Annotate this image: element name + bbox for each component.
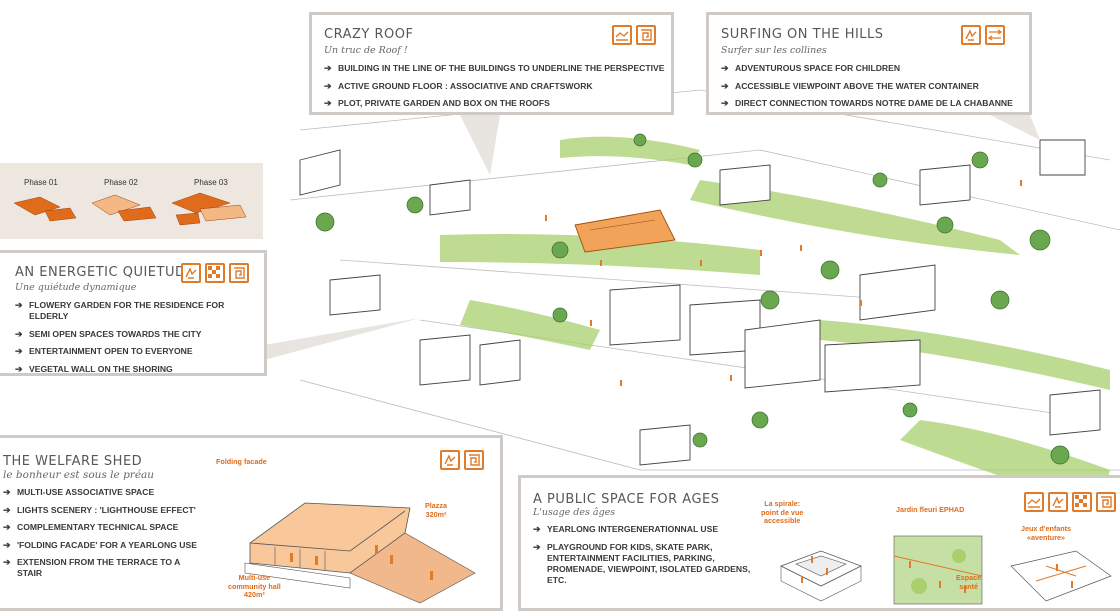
- playground-sketch: [1010, 550, 1112, 602]
- people-icon: [961, 25, 981, 45]
- jeux-label: Jeux d'enfants «aventure»: [1021, 524, 1072, 542]
- trees: [315, 133, 1070, 465]
- phases-panel: Phase 01 Phase 02 Phase 03: [0, 163, 263, 239]
- callout-pointers: [264, 115, 1040, 360]
- phase-02-label: Phase 02: [104, 178, 138, 187]
- panel-title: CRAZY ROOF: [324, 27, 414, 42]
- panel-bullets: ➔BUILDING IN THE LINE OF THE BUILDINGS T…: [324, 63, 669, 116]
- spiral-icon: [636, 25, 656, 45]
- plazza-label: Plazza 320m²: [425, 501, 447, 519]
- panel-subtitle: Une quiétude dynamique: [15, 282, 137, 293]
- people-icon: [440, 450, 460, 470]
- green-areas: [440, 136, 1110, 510]
- people-figures: [545, 180, 1022, 386]
- list-item: ➔DIRECT CONNECTION TOWARDS NOTRE DAME DE…: [721, 98, 1013, 108]
- checker-icon: [205, 263, 225, 283]
- panel-subtitle: Surfer sur les collines: [721, 45, 827, 56]
- spiral-sketch: [780, 550, 862, 602]
- list-item: ➔PLOT, PRIVATE GARDEN AND BOX ON THE ROO…: [324, 98, 550, 108]
- list-item: ➔'FOLDING FACADE' FOR A YEARLONG USE: [3, 539, 197, 550]
- list-item: ➔PLAYGROUND FOR KIDS, SKATE PARK, ENTERT…: [533, 541, 751, 585]
- panel-subtitle: le bonheur est sous le préau: [3, 469, 155, 481]
- espace-sante-label: Espace santé: [956, 573, 982, 591]
- phase-01-label: Phase 01: [24, 178, 58, 187]
- buildings: [299, 139, 1101, 466]
- panel-bullets: ➔ADVENTUROUS SPACE FOR CHILDREN ➔ACCESSI…: [721, 63, 1026, 116]
- list-item: ➔ACTIVE GROUND FLOOR : ASSOCIATIVE AND C…: [324, 80, 593, 91]
- energetic-quietude-panel: AN ENERGETIC QUIETUDE Une quiétude dynam…: [0, 250, 267, 376]
- surfing-panel: SURFING ON THE HILLS Surfer sur les coll…: [706, 12, 1032, 115]
- folding-facade-label: Folding facade: [216, 457, 267, 466]
- panel-bullets: ➔FLOWERY GARDEN FOR THE RESIDENCE FOR EL…: [15, 300, 260, 381]
- list-item: ➔MULTI-USE ASSOCIATIVE SPACE: [3, 487, 155, 497]
- list-item: ➔ACCESSIBLE VIEWPOINT ABOVE THE WATER CO…: [721, 80, 979, 91]
- list-item: ➔LIGHTS SCENERY : 'LIGHTHOUSE EFFECT': [3, 504, 196, 515]
- panel-icons: [961, 25, 1005, 45]
- panel-title: AN ENERGETIC QUIETUDE: [15, 265, 195, 280]
- list-item: ➔ EXTENSION FROM THE TERRACE TO A STAIR: [3, 557, 180, 578]
- spirale-label: La spirale: point de vue accessible: [761, 499, 804, 525]
- list-item: ➔BUILDING IN THE LINE OF THE BUILDINGS T…: [324, 63, 665, 73]
- panel-subtitle: L'usage des âges: [533, 507, 616, 518]
- list-item: ➔SEMI OPEN SPACES TOWARDS THE CITY: [15, 328, 202, 339]
- landscape-icon: [1024, 492, 1044, 512]
- people-icon: [181, 263, 201, 283]
- list-item: ➔ADVENTUROUS SPACE FOR CHILDREN: [721, 63, 901, 73]
- phase-03-label: Phase 03: [194, 178, 228, 187]
- shed-sketch: [244, 502, 476, 604]
- panel-icons: [440, 450, 484, 470]
- panel-title: SURFING ON THE HILLS: [721, 27, 884, 42]
- list-item: ➔COMPLEMENTARY TECHNICAL SPACE: [3, 522, 179, 532]
- list-item: ➔YEARLONG INTERGENERATIONNAL USE: [533, 524, 719, 534]
- arrows-icon: [985, 25, 1005, 45]
- checker-icon: [1072, 492, 1092, 512]
- list-item: ➔FLOWERY GARDEN FOR THE RESIDENCE FOR EL…: [15, 300, 225, 321]
- panel-icons: [612, 25, 656, 45]
- people-icon: [1048, 492, 1068, 512]
- public-space-panel: A PUBLIC SPACE FOR AGES L'usage des âges…: [518, 475, 1120, 611]
- panel-icons: [1024, 492, 1116, 512]
- panel-subtitle: Un truc de Roof !: [324, 45, 408, 56]
- panel-title: A PUBLIC SPACE FOR AGES: [533, 492, 720, 507]
- phase-diagrams: [13, 192, 247, 226]
- garden-sketch: [893, 535, 983, 605]
- spiral-icon: [1096, 492, 1116, 512]
- welfare-shed-panel: THE WELFARE SHED le bonheur est sous le …: [0, 435, 503, 611]
- landscape-icon: [612, 25, 632, 45]
- panel-bullets: ➔MULTI-USE ASSOCIATIVE SPACE ➔LIGHTS SCE…: [3, 487, 198, 586]
- central-shed: [574, 209, 676, 253]
- spiral-icon: [229, 263, 249, 283]
- community-hall-label: Multi-use community hall 420m²: [228, 573, 281, 599]
- spiral-icon: [464, 450, 484, 470]
- panel-bullets: ➔YEARLONG INTERGENERATIONNAL USE ➔PLAYGR…: [533, 524, 753, 592]
- crazy-roof-panel: CRAZY ROOF Un truc de Roof ! ➔BUILDING I…: [309, 12, 674, 115]
- list-item: ➔VEGETAL WALL ON THE SHORING: [15, 363, 173, 374]
- panel-title: THE WELFARE SHED: [3, 454, 143, 469]
- panel-icons: [181, 263, 249, 283]
- list-item: ➔ENTERTAINMENT OPEN TO EVERYONE: [15, 346, 193, 356]
- jardin-label: Jardin fleuri EPHAD: [896, 505, 965, 514]
